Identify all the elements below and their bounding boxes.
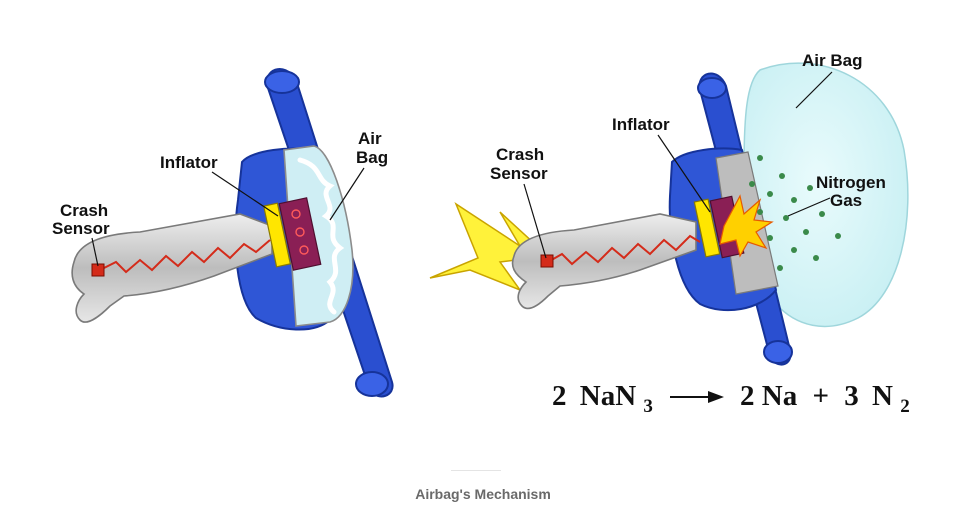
label-crash-sensor-line2: Sensor <box>52 219 110 238</box>
gas-particle <box>819 211 825 217</box>
label-nitrogen-gas-line1: Nitrogen <box>816 173 886 192</box>
reactant-formula: NaN <box>580 380 636 412</box>
label-crash-sensor-line2: Sensor <box>490 164 548 183</box>
pellet <box>299 245 309 255</box>
sensor-wire <box>547 234 701 266</box>
steering-wheel-bottom-grip <box>763 340 793 364</box>
gas-particle <box>807 185 813 191</box>
gas-particle <box>767 191 773 197</box>
gas-particle <box>813 255 819 261</box>
product-coefficient: 3 <box>844 380 859 412</box>
caption-divider <box>451 470 501 471</box>
label-air-bag-line1: Air <box>358 129 382 148</box>
leader-crash-sensor <box>523 183 547 259</box>
product-nitrogen: N <box>872 380 893 412</box>
steering-wheel-top-grip <box>264 70 300 94</box>
air-bag-folds <box>297 157 345 315</box>
gas-particle <box>757 209 763 215</box>
gas-particle <box>791 247 797 253</box>
pellet <box>291 209 301 219</box>
nitrogen-gas-particles <box>749 155 841 271</box>
label-air-bag-line2: Bag <box>356 148 388 167</box>
before-crash-assembly: Crash Sensor Inflator Air Bag <box>52 68 394 398</box>
steering-wheel-top-grip <box>697 77 727 99</box>
label-crash-sensor-line1: Crash <box>496 145 544 164</box>
steering-column <box>511 213 697 310</box>
label-inflator: Inflator <box>612 115 670 134</box>
product-sodium: 2 Na <box>740 380 798 412</box>
air-bag-folded <box>283 145 354 327</box>
gas-particle <box>779 173 785 179</box>
reactant-coefficient: 2 <box>552 380 567 412</box>
equation-reactant: 2 NaN 3 <box>552 380 653 417</box>
after-crash-assembly: Crash Sensor Inflator Air Bag Nitrogen G… <box>490 51 909 366</box>
leader-nitrogen-gas <box>787 197 831 217</box>
label-crash-sensor-line1: Crash <box>60 201 108 220</box>
gas-particle <box>835 233 841 239</box>
steering-wheel-bottom-grip <box>355 371 389 397</box>
plus-sign: + <box>812 380 829 412</box>
leader-crash-sensor <box>91 237 99 267</box>
gas-particle <box>777 265 783 271</box>
figure-caption: Airbag's Mechanism <box>415 486 551 502</box>
pellet <box>295 227 305 237</box>
explosion-burst <box>719 194 774 258</box>
steering-column <box>71 213 273 323</box>
inflator <box>262 202 292 268</box>
chemical-equation: 2 NaN 3 2 Na + 3 N 2 <box>552 380 910 417</box>
leader-inflator <box>211 171 279 217</box>
label-inflator: Inflator <box>160 153 218 172</box>
reaction-arrow-head <box>708 391 724 403</box>
inflator <box>693 198 721 258</box>
gas-particle <box>757 155 763 161</box>
crash-sensor <box>540 254 554 268</box>
leader-air-bag <box>795 71 833 109</box>
label-air-bag: Air Bag <box>802 51 862 70</box>
equation-products: 2 Na + 3 N 2 <box>740 380 910 417</box>
leader-air-bag <box>329 167 365 221</box>
leader-inflator <box>657 134 711 213</box>
gas-particle <box>791 197 797 203</box>
product-subscript: 2 <box>900 396 910 417</box>
gas-particle <box>767 235 773 241</box>
reactant-subscript: 3 <box>643 396 653 417</box>
gas-particle <box>749 181 755 187</box>
impact-indicator <box>429 202 550 292</box>
label-nitrogen-gas-line2: Gas <box>830 191 862 210</box>
propellant-charge <box>278 197 322 271</box>
gas-particle <box>783 215 789 221</box>
impact-bolt <box>429 202 550 292</box>
gas-particle <box>803 229 809 235</box>
sensor-wire <box>99 239 271 274</box>
